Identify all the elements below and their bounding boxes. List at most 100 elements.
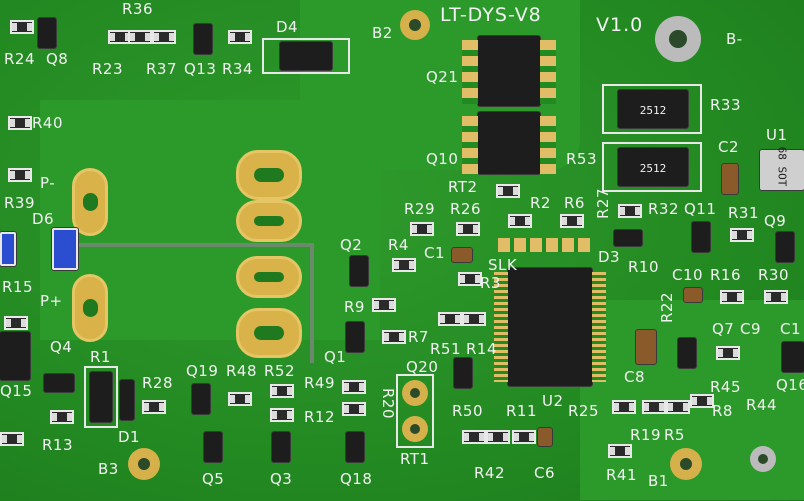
r53-value: 2512 bbox=[639, 162, 667, 175]
label-q10: Q10 bbox=[426, 150, 459, 168]
r51-resistor bbox=[438, 312, 462, 326]
terminal-pad-2 bbox=[236, 200, 302, 242]
label-q21: Q21 bbox=[426, 68, 459, 86]
r6-resistor bbox=[560, 214, 584, 228]
d4-outline bbox=[262, 38, 350, 74]
r11-resistor bbox=[512, 430, 536, 444]
r50-resistor bbox=[462, 430, 486, 444]
u2-ic bbox=[508, 268, 592, 386]
r4-resistor bbox=[392, 258, 416, 272]
rt1-hole-top bbox=[402, 380, 428, 406]
label-r20: R20 bbox=[379, 387, 398, 420]
label-r51: R51 bbox=[430, 340, 462, 358]
c6-capacitor bbox=[538, 428, 552, 446]
label-c8: C8 bbox=[624, 368, 646, 386]
d6-diode bbox=[52, 228, 78, 270]
u2-pins-left bbox=[494, 272, 508, 382]
label-r37: R37 bbox=[146, 60, 178, 78]
r24-resistor bbox=[10, 20, 34, 34]
label-d4: D4 bbox=[276, 18, 299, 36]
label-r27: R27 bbox=[594, 187, 613, 220]
q15-transistor bbox=[0, 332, 30, 380]
label-r4: R4 bbox=[388, 236, 409, 254]
q4-transistor bbox=[44, 374, 74, 392]
q10-pins-right bbox=[540, 116, 556, 174]
q20-transistor bbox=[454, 358, 472, 388]
mount-hole-corner bbox=[750, 446, 776, 472]
label-r28: R28 bbox=[142, 374, 174, 392]
r45-resistor bbox=[716, 346, 740, 360]
label-r44: R44 bbox=[746, 396, 778, 414]
label-r24: R24 bbox=[4, 50, 36, 68]
r52-resistor bbox=[270, 384, 294, 398]
label-r11: R11 bbox=[506, 402, 538, 420]
r33-outline bbox=[602, 84, 702, 134]
label-r22: R22 bbox=[658, 291, 677, 324]
q11-transistor bbox=[692, 222, 710, 252]
label-q4: Q4 bbox=[50, 338, 73, 356]
r19-resistor bbox=[642, 400, 666, 414]
r25-resistor bbox=[612, 400, 636, 414]
r40-resistor bbox=[8, 116, 32, 130]
c1-capacitor bbox=[452, 248, 472, 262]
label-pminus: P- bbox=[40, 174, 56, 192]
label-q11: Q11 bbox=[684, 200, 717, 218]
q7-transistor bbox=[678, 338, 696, 368]
label-rt2: RT2 bbox=[448, 178, 478, 196]
q1-transistor bbox=[346, 322, 364, 352]
label-bminus: B- bbox=[726, 30, 743, 48]
label-c1: C1 bbox=[424, 244, 446, 262]
q5-transistor bbox=[204, 432, 222, 462]
r7-resistor bbox=[382, 330, 406, 344]
r48-resistor bbox=[228, 392, 252, 406]
label-r48: R48 bbox=[226, 362, 258, 380]
label-q15: Q15 bbox=[0, 382, 33, 400]
label-q16: Q16 bbox=[776, 376, 804, 394]
u1-regulator bbox=[760, 150, 804, 190]
q9-transistor bbox=[776, 232, 794, 262]
terminal-pad-4 bbox=[236, 308, 302, 358]
label-b1: B1 bbox=[648, 472, 669, 490]
label-r52: R52 bbox=[264, 362, 296, 380]
label-r9: R9 bbox=[344, 298, 365, 316]
label-r8: R8 bbox=[712, 402, 733, 420]
r29-resistor bbox=[410, 222, 434, 236]
label-d3: D3 bbox=[598, 248, 621, 266]
pplus-pad bbox=[72, 274, 108, 342]
r-bottom-left bbox=[0, 432, 24, 446]
q21-pins-right bbox=[540, 40, 556, 104]
label-q20: Q20 bbox=[406, 358, 439, 376]
r26-resistor bbox=[456, 222, 480, 236]
label-pplus: P+ bbox=[40, 292, 63, 310]
label-q8: Q8 bbox=[46, 50, 69, 68]
r34-resistor bbox=[228, 30, 252, 44]
label-r14: R14 bbox=[466, 340, 498, 358]
d3-diode bbox=[614, 230, 642, 246]
label-q19: Q19 bbox=[186, 362, 219, 380]
r5-resistor bbox=[666, 400, 690, 414]
label-c6: C6 bbox=[534, 464, 556, 482]
label-r39: R39 bbox=[4, 194, 36, 212]
label-r1: R1 bbox=[90, 348, 111, 366]
label-r29: R29 bbox=[404, 200, 436, 218]
label-r26: R26 bbox=[450, 200, 482, 218]
r53-resistor bbox=[618, 148, 688, 186]
label-rt1: RT1 bbox=[400, 450, 430, 468]
label-d6: D6 bbox=[32, 210, 55, 228]
label-r2: R2 bbox=[530, 194, 551, 212]
label-q9: Q9 bbox=[764, 212, 787, 230]
label-r15: R15 bbox=[2, 278, 34, 296]
label-d1: D1 bbox=[118, 428, 141, 446]
label-q3: Q3 bbox=[270, 470, 293, 488]
r2-resistor bbox=[508, 214, 532, 228]
rt1-hole-bottom bbox=[402, 416, 428, 442]
q16-transistor bbox=[782, 342, 804, 372]
r42-resistor bbox=[486, 430, 510, 444]
q8-transistor bbox=[38, 18, 56, 48]
label-r6: R6 bbox=[564, 194, 585, 212]
r14-resistor bbox=[462, 312, 486, 326]
r39-resistor bbox=[8, 168, 32, 182]
label-c2: C2 bbox=[718, 138, 740, 156]
label-q5: Q5 bbox=[202, 470, 225, 488]
